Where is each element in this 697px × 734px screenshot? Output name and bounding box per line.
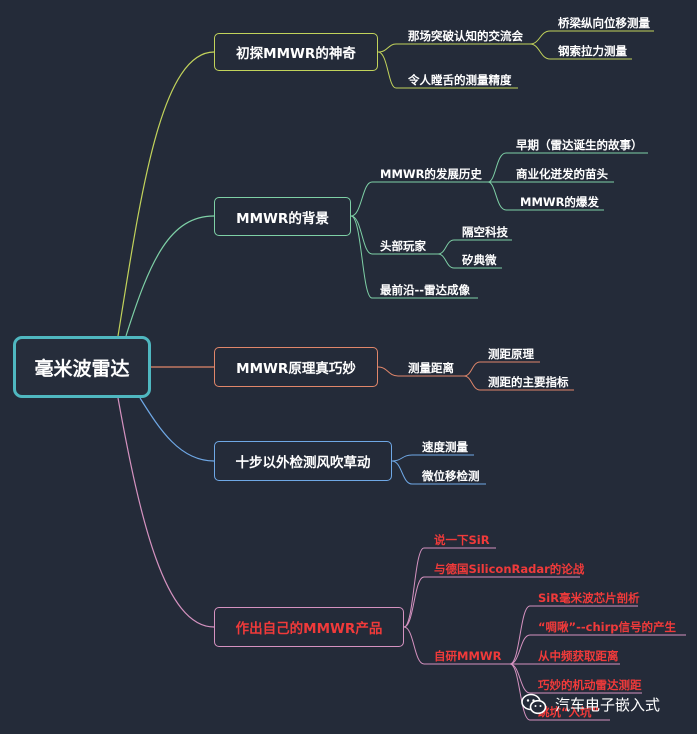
node-mmwr-boom[interactable]: MMWR的爆发 bbox=[520, 195, 599, 209]
node-micro-displacement[interactable]: 微位移检测 bbox=[422, 469, 480, 483]
b5-lines bbox=[403, 547, 686, 721]
branch-background[interactable]: MMWR的背景 bbox=[214, 197, 351, 236]
branch-detection[interactable]: 十步以外检测风吹草动 bbox=[214, 441, 392, 481]
branch-intro-label: 初探MMWR的神奇 bbox=[236, 46, 356, 62]
root-label: 毫米波雷达 bbox=[34, 357, 130, 380]
node-distance[interactable]: 测量距离 bbox=[408, 361, 454, 375]
node-cable-tension[interactable]: 钢索拉力测量 bbox=[558, 44, 627, 58]
watermark: 汽车电子嵌入式 bbox=[521, 691, 681, 717]
node-chip-analysis[interactable]: SiR毫米波芯片剖析 bbox=[538, 591, 640, 605]
b2-lines bbox=[350, 152, 648, 299]
node-commercial[interactable]: 商业化迸发的苗头 bbox=[516, 167, 608, 181]
link-root-b4 bbox=[139, 397, 215, 462]
branch-background-label: MMWR的背景 bbox=[236, 210, 329, 227]
node-sir[interactable]: 说一下SiR bbox=[434, 533, 490, 547]
node-history[interactable]: MMWR的发展历史 bbox=[380, 167, 482, 181]
node-icLegend[interactable]: 矽典微 bbox=[462, 253, 497, 267]
node-ranging-principle[interactable]: 测距原理 bbox=[488, 347, 534, 361]
node-pitfall[interactable]: 跳坑“入坑” bbox=[538, 705, 600, 719]
wechat-icon bbox=[521, 693, 547, 715]
b4-lines bbox=[391, 454, 486, 485]
b1-lines bbox=[377, 30, 654, 89]
link-root-b5 bbox=[117, 397, 215, 628]
node-debate[interactable]: 与德国SiliconRadar的论战 bbox=[434, 562, 585, 576]
root-node[interactable]: 毫米波雷达 bbox=[13, 336, 151, 398]
branch-principle[interactable]: MMWR原理真巧妙 bbox=[214, 347, 378, 387]
node-geek-tech[interactable]: 隔空科技 bbox=[462, 225, 508, 239]
branch-detection-label: 十步以外检测风吹草动 bbox=[235, 455, 371, 471]
link-root-b1 bbox=[117, 51, 215, 337]
b3-lines bbox=[377, 361, 574, 391]
branch-product[interactable]: 作出自己的MMWR产品 bbox=[214, 607, 404, 647]
watermark-text: 汽车电子嵌入式 bbox=[555, 695, 661, 714]
branch-product-label: 作出自己的MMWR产品 bbox=[235, 621, 383, 637]
node-ranging-metrics[interactable]: 测距的主要指标 bbox=[488, 375, 569, 389]
branch-intro[interactable]: 初探MMWR的神奇 bbox=[214, 33, 378, 71]
node-top-players[interactable]: 头部玩家 bbox=[380, 239, 426, 253]
node-exchange-meeting[interactable]: 那场突破认知的交流会 bbox=[408, 29, 523, 43]
node-radar-ranging[interactable]: 巧妙的机动雷达测距 bbox=[538, 678, 642, 692]
node-self-developed[interactable]: 自研MMWR bbox=[434, 649, 502, 663]
node-chirp[interactable]: “啁啾”--chirp信号的产生 bbox=[538, 620, 677, 634]
node-early[interactable]: 早期（雷达诞生的故事） bbox=[516, 138, 643, 152]
link-root-b2 bbox=[125, 215, 215, 337]
node-precision[interactable]: 令人瞠舌的测量精度 bbox=[408, 73, 512, 87]
node-bridge-displacement[interactable]: 桥梁纵向位移测量 bbox=[558, 16, 650, 30]
node-if-distance[interactable]: 从中频获取距离 bbox=[538, 649, 619, 663]
node-speed[interactable]: 速度测量 bbox=[422, 440, 468, 454]
branch-principle-label: MMWR原理真巧妙 bbox=[236, 361, 356, 377]
node-imaging[interactable]: 最前沿--雷达成像 bbox=[380, 283, 471, 297]
